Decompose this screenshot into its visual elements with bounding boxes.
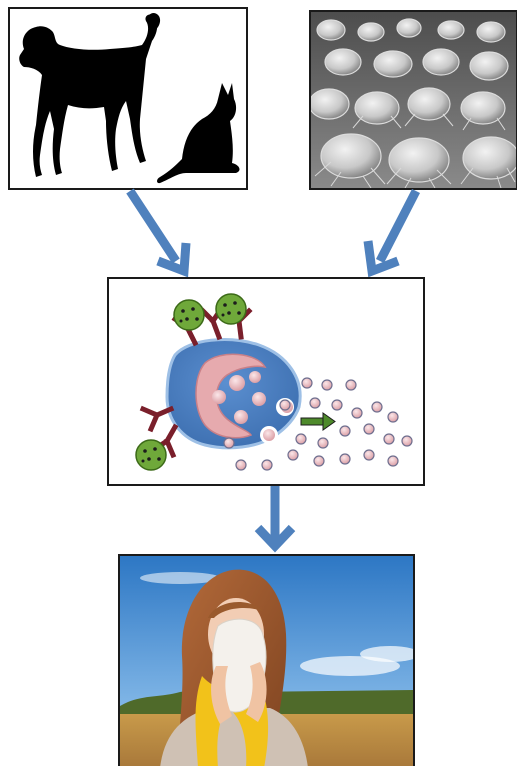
dog-silhouette xyxy=(19,13,160,177)
pets-panel xyxy=(8,7,248,190)
allergen-particle xyxy=(216,294,246,324)
sneezing-person-photo xyxy=(120,556,413,766)
dog-cat-silhouette-icon xyxy=(10,9,246,188)
mast-cell xyxy=(167,340,300,448)
mast-cell-panel xyxy=(107,277,425,486)
release-arrow xyxy=(301,413,335,430)
arrow-cell-to-person xyxy=(250,484,300,554)
cat-silhouette xyxy=(157,83,239,183)
allergen-particle xyxy=(136,440,166,470)
mast-cell-degranulation-icon xyxy=(109,279,423,484)
arrow-pets-to-cell xyxy=(120,185,200,280)
allergen-particle xyxy=(174,300,204,330)
dust-mites-panel xyxy=(309,10,517,190)
sneezing-person-panel xyxy=(118,554,415,766)
dust-mites-photo xyxy=(311,12,516,188)
arrow-mites-to-cell xyxy=(360,185,430,280)
